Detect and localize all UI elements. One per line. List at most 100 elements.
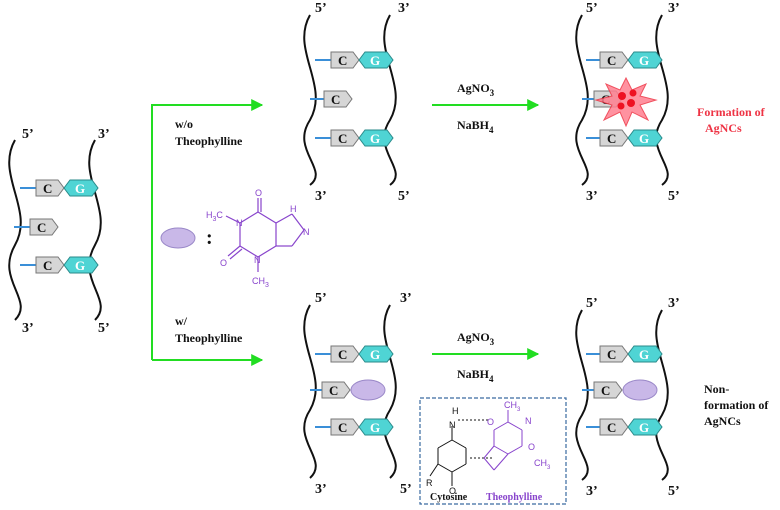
atom-o: O [449,486,456,496]
atom-r: R [426,478,433,488]
cytosine-bonds [429,426,467,486]
atom-n: N [449,420,456,430]
left-strand [575,14,589,186]
cytosine-base [593,381,623,399]
cytosine-base [323,90,353,108]
guanine-label: G [639,347,649,362]
guanine-base [627,345,663,363]
atom-o: O [255,188,262,198]
cytosine-label: C [37,220,46,235]
reagent-nabh4: NaBH4 [457,118,494,135]
cytosine-label: C [607,420,616,435]
guanine-label: G [370,420,380,435]
cytosine-base [330,345,360,363]
guanine-base [63,256,99,274]
guanine-base [358,51,394,69]
duplex-top-middle: 5’ 3’ 3’ 5’ C G C C G [303,1,410,204]
left-strand [8,139,22,321]
atom-o: O [220,258,227,268]
atom-n: N [254,255,261,265]
formation-line1: Formation of [697,105,766,119]
atom-n: N [525,416,532,426]
cytosine-label: C [338,347,347,362]
methyl-ch3: CH3 [534,458,551,471]
guanine-label: G [639,131,649,146]
theophylline-disc-icon [350,379,386,401]
cytosine-label: C [607,131,616,146]
reagent-nabh4: NaBH4 [457,367,494,384]
atom-n: N [236,218,243,228]
five-prime: 5’ [586,1,598,16]
branch-with-line2: Theophylline [175,331,243,345]
atom-o: O [487,417,494,427]
guanine-label: G [639,53,649,68]
atom-nh: H [290,204,297,214]
cytosine-base [330,129,360,147]
cytosine-base [321,381,351,399]
left-strand [303,14,317,186]
five-prime: 5’ [398,189,410,204]
non-formation-line1: Non- [704,382,729,396]
inset-cytosine-label: Cytosine [430,492,468,503]
left-strand [303,304,317,479]
atom-n: N [303,227,310,237]
duplex-initial: 5’ 3’ 3’ 5’ C G C C G [8,127,110,336]
guanine-base [358,418,394,436]
guanine-label: G [639,420,649,435]
right-strand [383,304,397,479]
cytosine-label: C [601,383,610,398]
cytosine-base [330,51,360,69]
separator: : [206,227,213,249]
five-prime: 5’ [315,1,327,16]
cytosine-label: C [331,92,340,107]
right-strand [383,14,397,186]
theophylline-structure: : O O N N H N H3C CH3 [160,188,310,289]
atom-h: H [452,406,459,416]
cytosine-base [599,418,629,436]
three-prime: 3’ [400,291,412,306]
cytosine-base [35,179,65,197]
guanine-base [358,345,394,363]
three-prime: 3’ [315,189,327,204]
five-prime-bottom-right: 5’ [98,321,110,336]
molecule-bonds [225,198,305,272]
three-prime: 3’ [668,296,680,311]
right-strand [655,14,669,186]
cytosine-base [330,418,360,436]
cytosine-label: C [607,53,616,68]
duplex-bottom-middle: 5’ 3’ 3’ 5’ C G C C G [303,291,412,497]
guanine-label: G [370,53,380,68]
nanocluster-icon [594,76,658,128]
duplex-top-right: 5’ 3’ 3’ 5’ C G C C G Formation of AgNCs [575,1,766,204]
formation-line2: AgNCs [705,121,742,135]
five-prime: 5’ [668,189,680,204]
theophylline-disc-icon [622,379,658,401]
guanine-base [627,129,663,147]
methyl-ch3: CH3 [504,400,521,413]
cytosine-label: C [338,53,347,68]
three-prime-top-right: 3’ [98,127,110,142]
inset-cytosine-theophylline: H N R O O N O CH3 CH3 Cytosine Theophyll… [419,397,567,505]
five-prime: 5’ [668,484,680,499]
inset-theophylline-label: Theophylline [486,492,543,503]
guanine-label: G [370,347,380,362]
reagent-agno3: AgNO3 [457,81,495,98]
five-prime: 5’ [315,291,327,306]
five-prime-top-left: 5’ [22,127,34,142]
branch-with-line1: w/ [175,314,188,328]
right-strand [655,309,669,481]
three-prime: 3’ [315,482,327,497]
branch-arrows: w/o Theophylline w/ Theophylline [151,99,264,366]
three-prime-bottom-left: 3’ [22,321,34,336]
guanine-label: G [370,131,380,146]
five-prime: 5’ [586,296,598,311]
guanine-label: G [75,258,85,273]
cytosine-base [599,51,629,69]
cytosine-label: C [338,420,347,435]
branch-without-line2: Theophylline [175,134,243,148]
three-prime: 3’ [586,484,598,499]
three-prime: 3’ [398,1,410,16]
reagent-agno3: AgNO3 [457,330,495,347]
cytosine-base [599,129,629,147]
